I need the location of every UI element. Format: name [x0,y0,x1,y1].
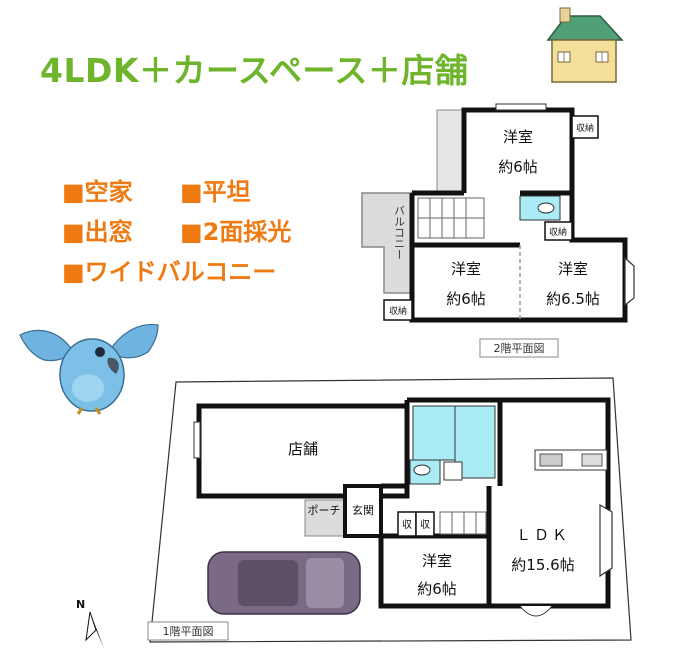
floor1-label: 1階平面図 [163,624,214,638]
car-icon [207,551,361,615]
floor2-room-a-name: 洋室 [503,128,533,146]
floor1-ldk-name: ＬＤＫ [516,526,570,544]
compass-icon: N [76,598,104,648]
floor2-storage-3: 収納 [389,305,407,317]
floor1-storage-1: 収 [402,519,412,531]
floor1-porch-label: ポーチ [308,504,341,517]
floor2-balcony-label: バルコニー [393,205,406,260]
house-icon [546,7,624,83]
feature-bay-window: ■出窓 [62,218,133,246]
floor2-room-c-size: 約6.5帖 [546,290,600,308]
floor1-bedroom-name: 洋室 [422,552,452,570]
floor2-room-b-size: 約6帖 [446,290,486,308]
floor1-ldk-size: 約15.6帖 [511,556,574,574]
page-title: 4LDK＋カースペース＋店舗 [40,51,469,90]
floor1-entrance-label: 玄関 [352,503,374,517]
floor1-bedroom-size: 約6帖 [417,580,457,598]
floor2-plan: 洋室 約6帖 洋室 約6帖 洋室 約6.5帖 収納 収納 収納 バルコニー 2階… [361,103,635,358]
floor2-room-c-name: 洋室 [558,260,588,278]
feature-wide-balcony: ■ワイドバルコニー [62,258,277,286]
floor1-shop-label: 店舗 [288,440,318,458]
feature-flat: ■平坦 [180,178,251,206]
floor2-storage-2: 収納 [549,226,567,238]
floor2-room-b-name: 洋室 [451,260,481,278]
floor2-storage-1: 収納 [576,122,594,134]
floor1-plan: 店舗 ポーチ 玄関 収 収 [76,377,632,648]
compass-north: N [76,598,85,611]
bird-icon [19,323,159,415]
floor2-label: 2階平面図 [494,341,545,355]
floor2-room-a-size: 約6帖 [498,158,538,176]
feature-two-side-light: ■2面採光 [180,218,292,246]
feature-vacant: ■空家 [62,178,133,206]
floor1-storage-2: 収 [420,519,430,531]
